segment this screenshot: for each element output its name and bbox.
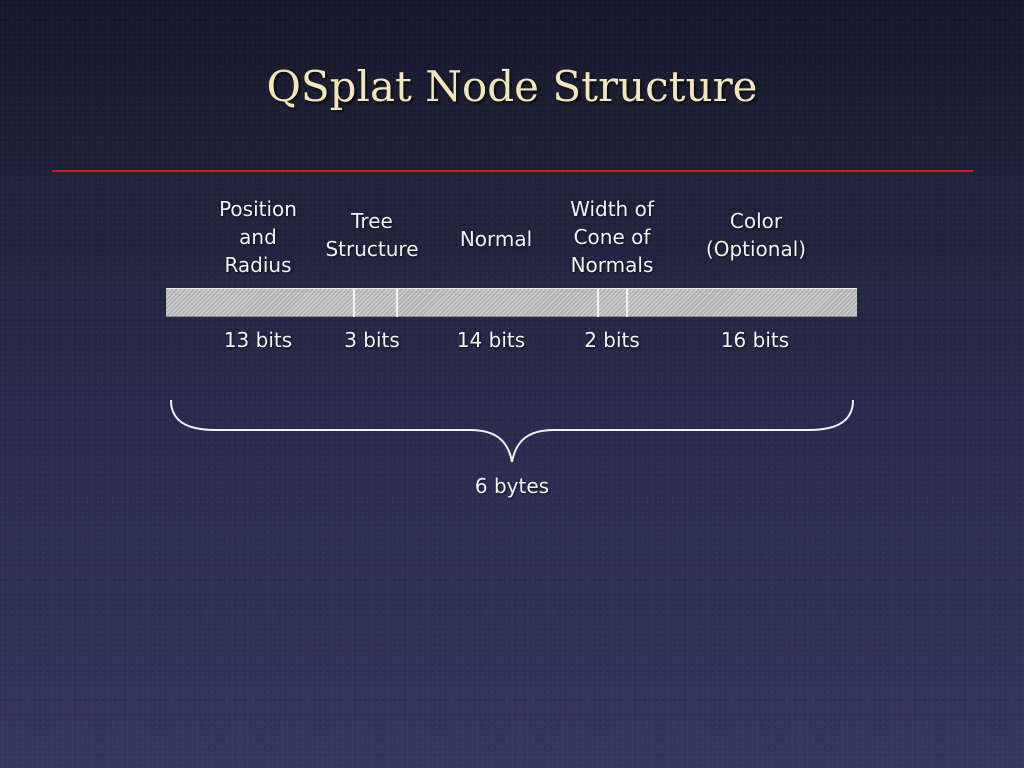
bit-divider: [597, 288, 599, 317]
field-bits-tree-structure: 3 bits: [344, 328, 400, 352]
field-bits-position-radius: 13 bits: [223, 328, 293, 352]
field-label-color: Color (Optional): [705, 209, 807, 261]
field-label-tree-structure: Tree Structure: [325, 209, 419, 261]
node-bit-bar: [166, 288, 857, 317]
field-bits-color: 16 bits: [720, 328, 790, 352]
total-size-label: 6 bytes: [474, 474, 550, 498]
field-bits-cone-width: 2 bits: [584, 328, 640, 352]
slide-title: QSplat Node Structure: [266, 62, 758, 111]
field-label-normal: Normal: [459, 227, 533, 251]
title-divider: [52, 170, 973, 172]
field-bits-normal: 14 bits: [456, 328, 526, 352]
bit-divider: [396, 288, 398, 317]
field-label-position-radius: Position and Radius: [219, 197, 297, 277]
bit-divider: [626, 288, 628, 317]
field-label-cone-width: Width of Cone of Normals: [570, 197, 654, 277]
bit-divider: [353, 288, 355, 317]
